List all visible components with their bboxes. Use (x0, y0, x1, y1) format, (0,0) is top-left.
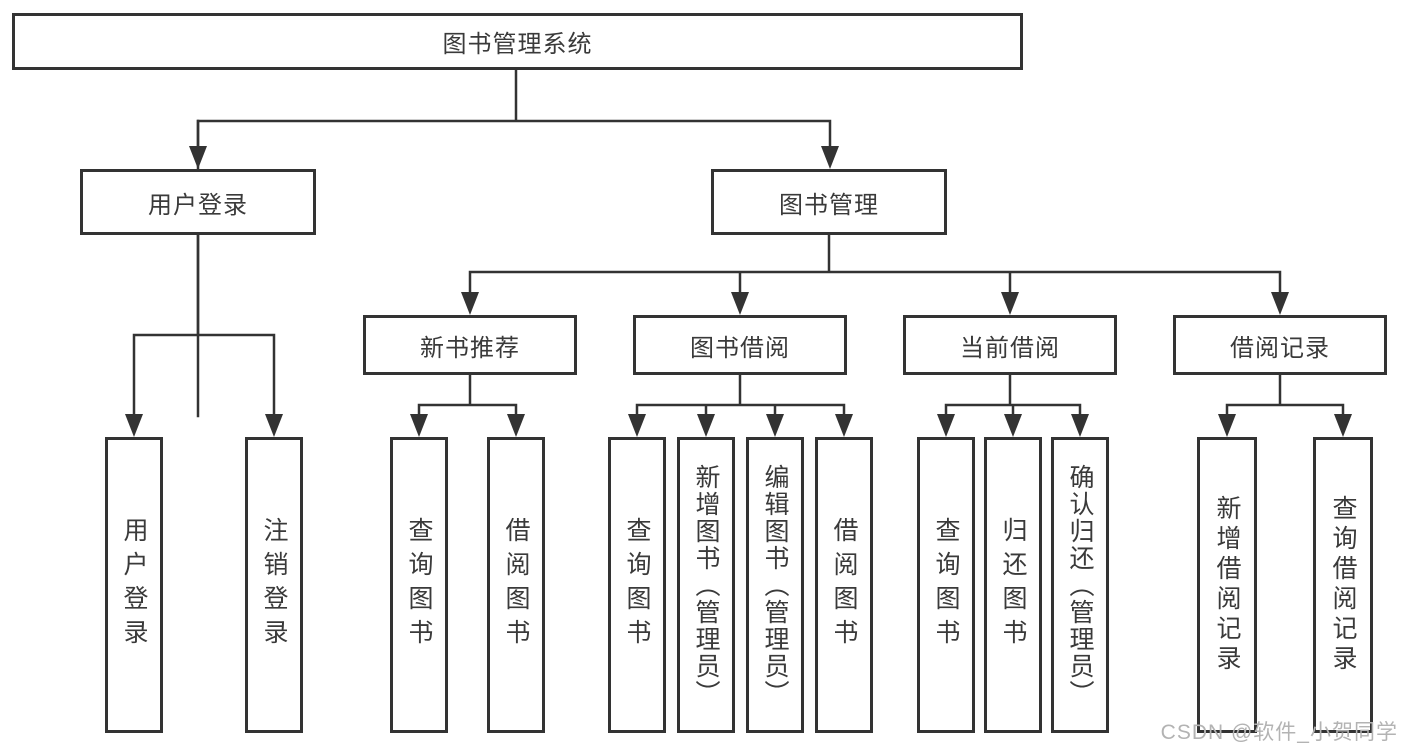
node-label: 借阅图书 (830, 517, 858, 653)
connector-lines (132, 68, 1345, 418)
node-book-borrowing: 图书借阅 (633, 315, 847, 375)
node-label: 查询图书 (623, 517, 651, 653)
connector-book-mgmt (468, 232, 1282, 296)
node-label: 查询图书 (405, 517, 433, 653)
node-label: 借阅图书 (502, 517, 530, 653)
node-leaf-query-borrow-record: 查询借阅记录 (1313, 437, 1373, 733)
node-user-login: 用户登录 (80, 169, 316, 235)
node-label: 新增借阅记录 (1213, 495, 1241, 675)
connector-new-book-rec (417, 372, 518, 418)
node-leaf-query-books: 查询图书 (917, 437, 975, 733)
node-current-borrowing: 当前借阅 (903, 315, 1117, 375)
node-label: 借阅记录 (1230, 334, 1330, 362)
node-label: 归还图书 (999, 517, 1027, 653)
node-label: 用户登录 (120, 517, 148, 653)
connector-arrowheads (125, 146, 1352, 437)
node-leaf-confirm-return-admin: 确认归还（管理员） (1051, 437, 1109, 733)
node-label: 编辑图书（管理员） (761, 463, 789, 707)
node-label: 图书管理 (779, 191, 879, 219)
node-leaf-query-books: 查询图书 (390, 437, 448, 733)
node-leaf-add-books-admin: 新增图书（管理员） (677, 437, 735, 733)
connector-user-login (132, 232, 276, 418)
node-leaf-return-books: 归还图书 (984, 437, 1042, 733)
csdn-watermark: CSDN @软件_小贺同学 (1160, 721, 1398, 744)
node-label: 图书借阅 (690, 334, 790, 362)
node-new-book-recommendation: 新书推荐 (363, 315, 577, 375)
connector-root (196, 68, 832, 418)
connector-current-borrow (944, 372, 1082, 418)
node-label: 新增图书（管理员） (692, 463, 720, 707)
connector-book-borrow (635, 372, 846, 418)
node-root-system: 图书管理系统 (12, 13, 1023, 70)
node-label: 注销登录 (260, 517, 288, 653)
node-label: 当前借阅 (960, 334, 1060, 362)
node-leaf-user-login: 用户登录 (105, 437, 163, 733)
node-label: 图书管理系统 (442, 31, 593, 58)
node-leaf-borrow-books: 借阅图书 (815, 437, 873, 733)
node-book-management: 图书管理 (711, 169, 947, 235)
node-label: 查询图书 (932, 517, 960, 653)
node-label: 新书推荐 (420, 334, 520, 362)
node-leaf-logout: 注销登录 (245, 437, 303, 733)
node-leaf-borrow-books: 借阅图书 (487, 437, 545, 733)
node-label: 查询借阅记录 (1329, 495, 1357, 675)
node-borrowing-records: 借阅记录 (1173, 315, 1387, 375)
node-label: 用户登录 (148, 191, 248, 219)
node-label: 确认归还（管理员） (1066, 463, 1094, 707)
connector-borrow-record (1225, 372, 1345, 418)
node-leaf-add-borrow-record: 新增借阅记录 (1197, 437, 1257, 733)
node-leaf-edit-books-admin: 编辑图书（管理员） (746, 437, 804, 733)
node-leaf-query-books: 查询图书 (608, 437, 666, 733)
